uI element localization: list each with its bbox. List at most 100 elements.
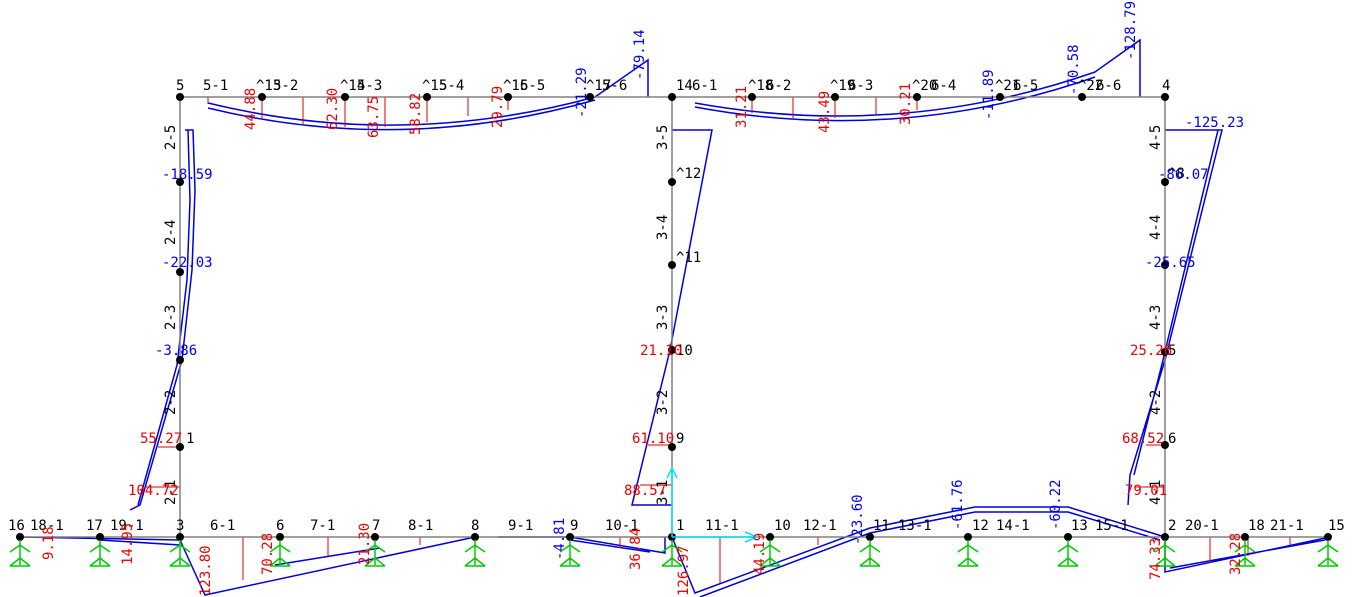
element-label: 5-6 [602, 78, 627, 94]
element-label: 21-1 [1270, 518, 1304, 534]
node [566, 533, 574, 541]
node-label: 10 [774, 518, 791, 534]
positive-moment-hatch [145, 97, 1291, 583]
element-label: 3-1 [655, 480, 671, 505]
element-label: 15-1 [1095, 518, 1129, 534]
moment-value: 14.95 [120, 523, 136, 565]
support-icon [1317, 540, 1339, 567]
element-label: 8-1 [408, 518, 433, 534]
moment-value: 25.26 [1130, 343, 1172, 359]
node [1161, 348, 1169, 356]
node [371, 533, 379, 541]
node-label: ^16 [503, 78, 528, 94]
node-label: 5 [1168, 343, 1176, 359]
node-label: ^20 [912, 78, 937, 94]
node-label: ^13 [256, 78, 281, 94]
node-label: 2 [1168, 518, 1176, 534]
node-label: 3 [176, 518, 184, 534]
moment-value: 21.10 [640, 343, 682, 359]
element-label: 2-2 [163, 390, 179, 415]
node-label: 11 [873, 518, 890, 534]
support-icon [169, 540, 191, 567]
node-label: 16 [8, 518, 25, 534]
moment-value: -125.23 [1185, 115, 1244, 131]
moment-value: 36.84 [628, 528, 644, 570]
moment-value: 123.80 [198, 545, 214, 596]
support-icon [559, 540, 581, 567]
diagram-top-left-beam [207, 58, 649, 131]
moment-value: -3.86 [155, 343, 197, 359]
element-label: 11-1 [705, 518, 739, 534]
node-label: ^21 [995, 78, 1020, 94]
node [586, 93, 594, 101]
coordinate-axis-icon [666, 466, 759, 543]
node [1161, 441, 1169, 449]
element-label: 6-6 [1096, 78, 1121, 94]
node [1064, 533, 1072, 541]
element-label: 4-3 [1148, 305, 1164, 330]
moment-value: 21.30 [357, 523, 373, 565]
node-label: 18 [1248, 518, 1265, 534]
node-label: 8 [471, 518, 479, 534]
node [16, 533, 24, 541]
element-label: 5-1 [203, 78, 228, 94]
node-label: ^19 [830, 78, 855, 94]
node-label: ^15 [422, 78, 447, 94]
element-label: 2-5 [163, 125, 179, 150]
element-label: 2-3 [163, 305, 179, 330]
diagram-bottom-6-8 [179, 536, 476, 596]
element-label: 9-1 [508, 518, 533, 534]
node [748, 93, 756, 101]
moment-value: -23.60 [850, 494, 866, 545]
moment-value: 88.57 [624, 483, 666, 499]
node [996, 93, 1004, 101]
moment-value: -86.07 [1158, 167, 1209, 183]
diagram-left-column [129, 129, 196, 511]
axis-y-arrow [666, 466, 678, 479]
moment-value: -21.29 [574, 67, 590, 118]
node-label: ^14 [340, 78, 365, 94]
moment-value: -18.59 [162, 167, 213, 183]
node-label: 17 [86, 518, 103, 534]
moment-value: -25.65 [1145, 255, 1196, 271]
node [276, 533, 284, 541]
node [866, 533, 874, 541]
support-icon [89, 540, 111, 567]
element-label: 20-1 [1185, 518, 1219, 534]
node-label: 9 [676, 431, 684, 447]
element-label: 6-5 [1013, 78, 1038, 94]
moment-value: -128.79 [1123, 1, 1139, 60]
moment-value: 44.19 [752, 533, 768, 575]
moment-value: 104.72 [128, 483, 179, 499]
node-labels: 5 ^13 ^14 ^15 ^16 ^17 14 ^18 ^19 ^20 ^21… [8, 78, 1345, 534]
node [964, 533, 972, 541]
node [1161, 261, 1169, 269]
element-label: 5-2 [273, 78, 298, 94]
element-label: 5-5 [520, 78, 545, 94]
moment-value: 126.97 [676, 545, 692, 596]
diagram-right-column [1127, 129, 1223, 506]
node-label: 1 [186, 431, 194, 447]
fixed-support-icon [9, 540, 1339, 567]
support-icon [1154, 540, 1176, 567]
moment-values: 44.88 62.30 63.75 58.82 29.79 -21.29 -79… [41, 1, 1244, 596]
element-label: 4-1 [1148, 480, 1164, 505]
support-icon [1057, 540, 1079, 567]
moment-value: -79.14 [632, 29, 648, 80]
node [504, 93, 512, 101]
element-label: 6-2 [766, 78, 791, 94]
node-label: ^22 [1078, 78, 1103, 94]
node [258, 93, 266, 101]
moment-value: 32.28 [1228, 533, 1244, 575]
moment-value: 44.88 [243, 88, 259, 130]
node-label: ^17 [586, 78, 611, 94]
node [176, 178, 184, 186]
element-label: 4-4 [1148, 215, 1164, 240]
node [766, 533, 774, 541]
node [176, 533, 184, 541]
node-label: 9 [570, 518, 578, 534]
moment-value: 43.49 [817, 91, 833, 133]
support-icon [269, 540, 291, 567]
